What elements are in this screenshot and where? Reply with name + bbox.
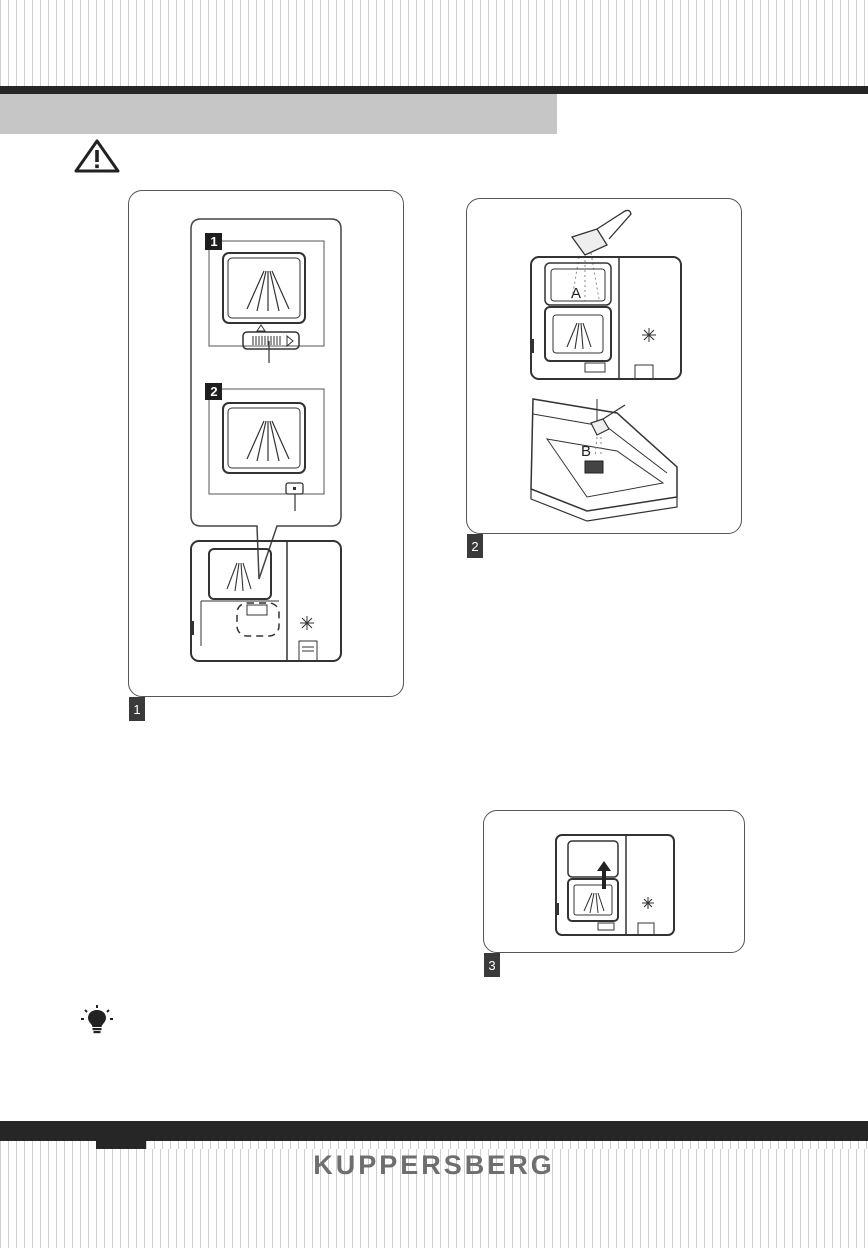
warning-triangle-icon	[73, 138, 121, 174]
figure-3-tab: 3	[484, 953, 500, 977]
section-title-band	[0, 94, 557, 134]
brand-logo: KUPPERSBERG	[0, 1150, 868, 1181]
inset-label-2: 2	[208, 383, 220, 400]
top-decor-stripes	[0, 0, 868, 86]
figure-3-panel	[483, 810, 745, 953]
figure-2-illustration	[467, 199, 743, 535]
footer-bar	[0, 1121, 868, 1141]
callout-label-a: A	[571, 285, 581, 302]
lightbulb-icon	[83, 1005, 111, 1035]
inset-label-1: 1	[208, 233, 220, 250]
header-bar	[0, 86, 868, 94]
footer-decor-stripes-left	[0, 1141, 96, 1149]
figure-2-panel: A B	[466, 198, 742, 534]
figure-1-tab: 1	[129, 697, 145, 721]
figure-3-illustration	[484, 811, 746, 954]
page-number-tab	[96, 1141, 146, 1149]
figure-1-panel: 1 2	[128, 190, 404, 697]
figure-1-illustration	[129, 191, 405, 698]
callout-label-b: B	[581, 443, 591, 460]
figure-2-tab: 2	[467, 534, 483, 558]
footer-decor-stripes-right	[146, 1141, 868, 1149]
